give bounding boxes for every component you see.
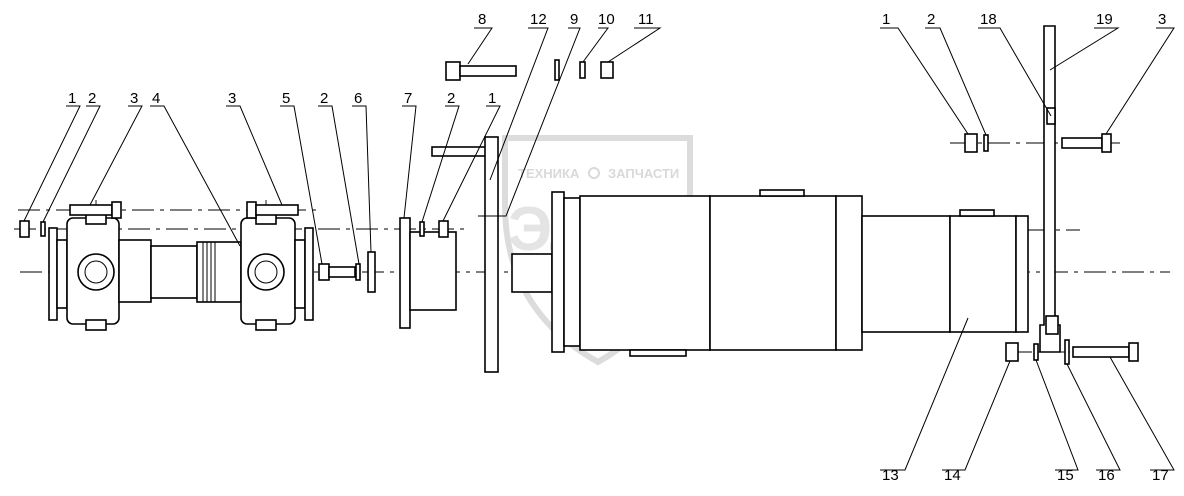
callout-labels: 1 2 3 4 3 5 2 6 7 2 1 8 12 9 10 11 1 2 1… xyxy=(68,11,1169,484)
callout-6: 6 xyxy=(354,90,362,107)
callout-15: 15 xyxy=(1057,467,1074,484)
callout-2d: 2 xyxy=(927,11,935,28)
callout-16: 16 xyxy=(1098,467,1115,484)
cardan-shaft xyxy=(48,213,314,331)
callout-2c: 2 xyxy=(447,90,455,107)
mounting-plate xyxy=(484,136,553,373)
callout-17: 17 xyxy=(1152,467,1169,484)
watermark-text-right: ЗАПЧАСТИ xyxy=(608,166,679,181)
callout-19: 19 xyxy=(1096,11,1113,28)
callout-3: 3 xyxy=(130,90,138,107)
top-bolts xyxy=(431,59,614,157)
callout-12: 12 xyxy=(530,11,547,28)
flange xyxy=(399,217,457,329)
callout-13: 13 xyxy=(882,467,899,484)
callout-18: 18 xyxy=(980,11,997,28)
callout-2: 2 xyxy=(88,90,96,107)
fasteners-left xyxy=(19,201,376,293)
callout-14: 14 xyxy=(944,467,961,484)
callout-2b: 2 xyxy=(320,90,328,107)
callout-9: 9 xyxy=(570,11,578,28)
callout-7: 7 xyxy=(404,90,412,107)
callout-10: 10 xyxy=(598,11,615,28)
callout-1c: 1 xyxy=(882,11,890,28)
callout-4: 4 xyxy=(152,90,160,107)
callout-1b: 1 xyxy=(488,90,496,107)
callout-3b: 3 xyxy=(228,90,236,107)
motor-body xyxy=(551,189,1029,357)
callout-8: 8 xyxy=(478,11,486,28)
watermark-text-left: ТЕХНИКА xyxy=(518,166,580,181)
leader-lines xyxy=(23,27,1175,471)
callout-1: 1 xyxy=(68,90,76,107)
callout-3c: 3 xyxy=(1158,11,1166,28)
callout-11: 11 xyxy=(638,11,654,28)
gear-icon xyxy=(588,167,600,179)
right-bracket xyxy=(964,25,1139,365)
callout-5: 5 xyxy=(282,90,290,107)
